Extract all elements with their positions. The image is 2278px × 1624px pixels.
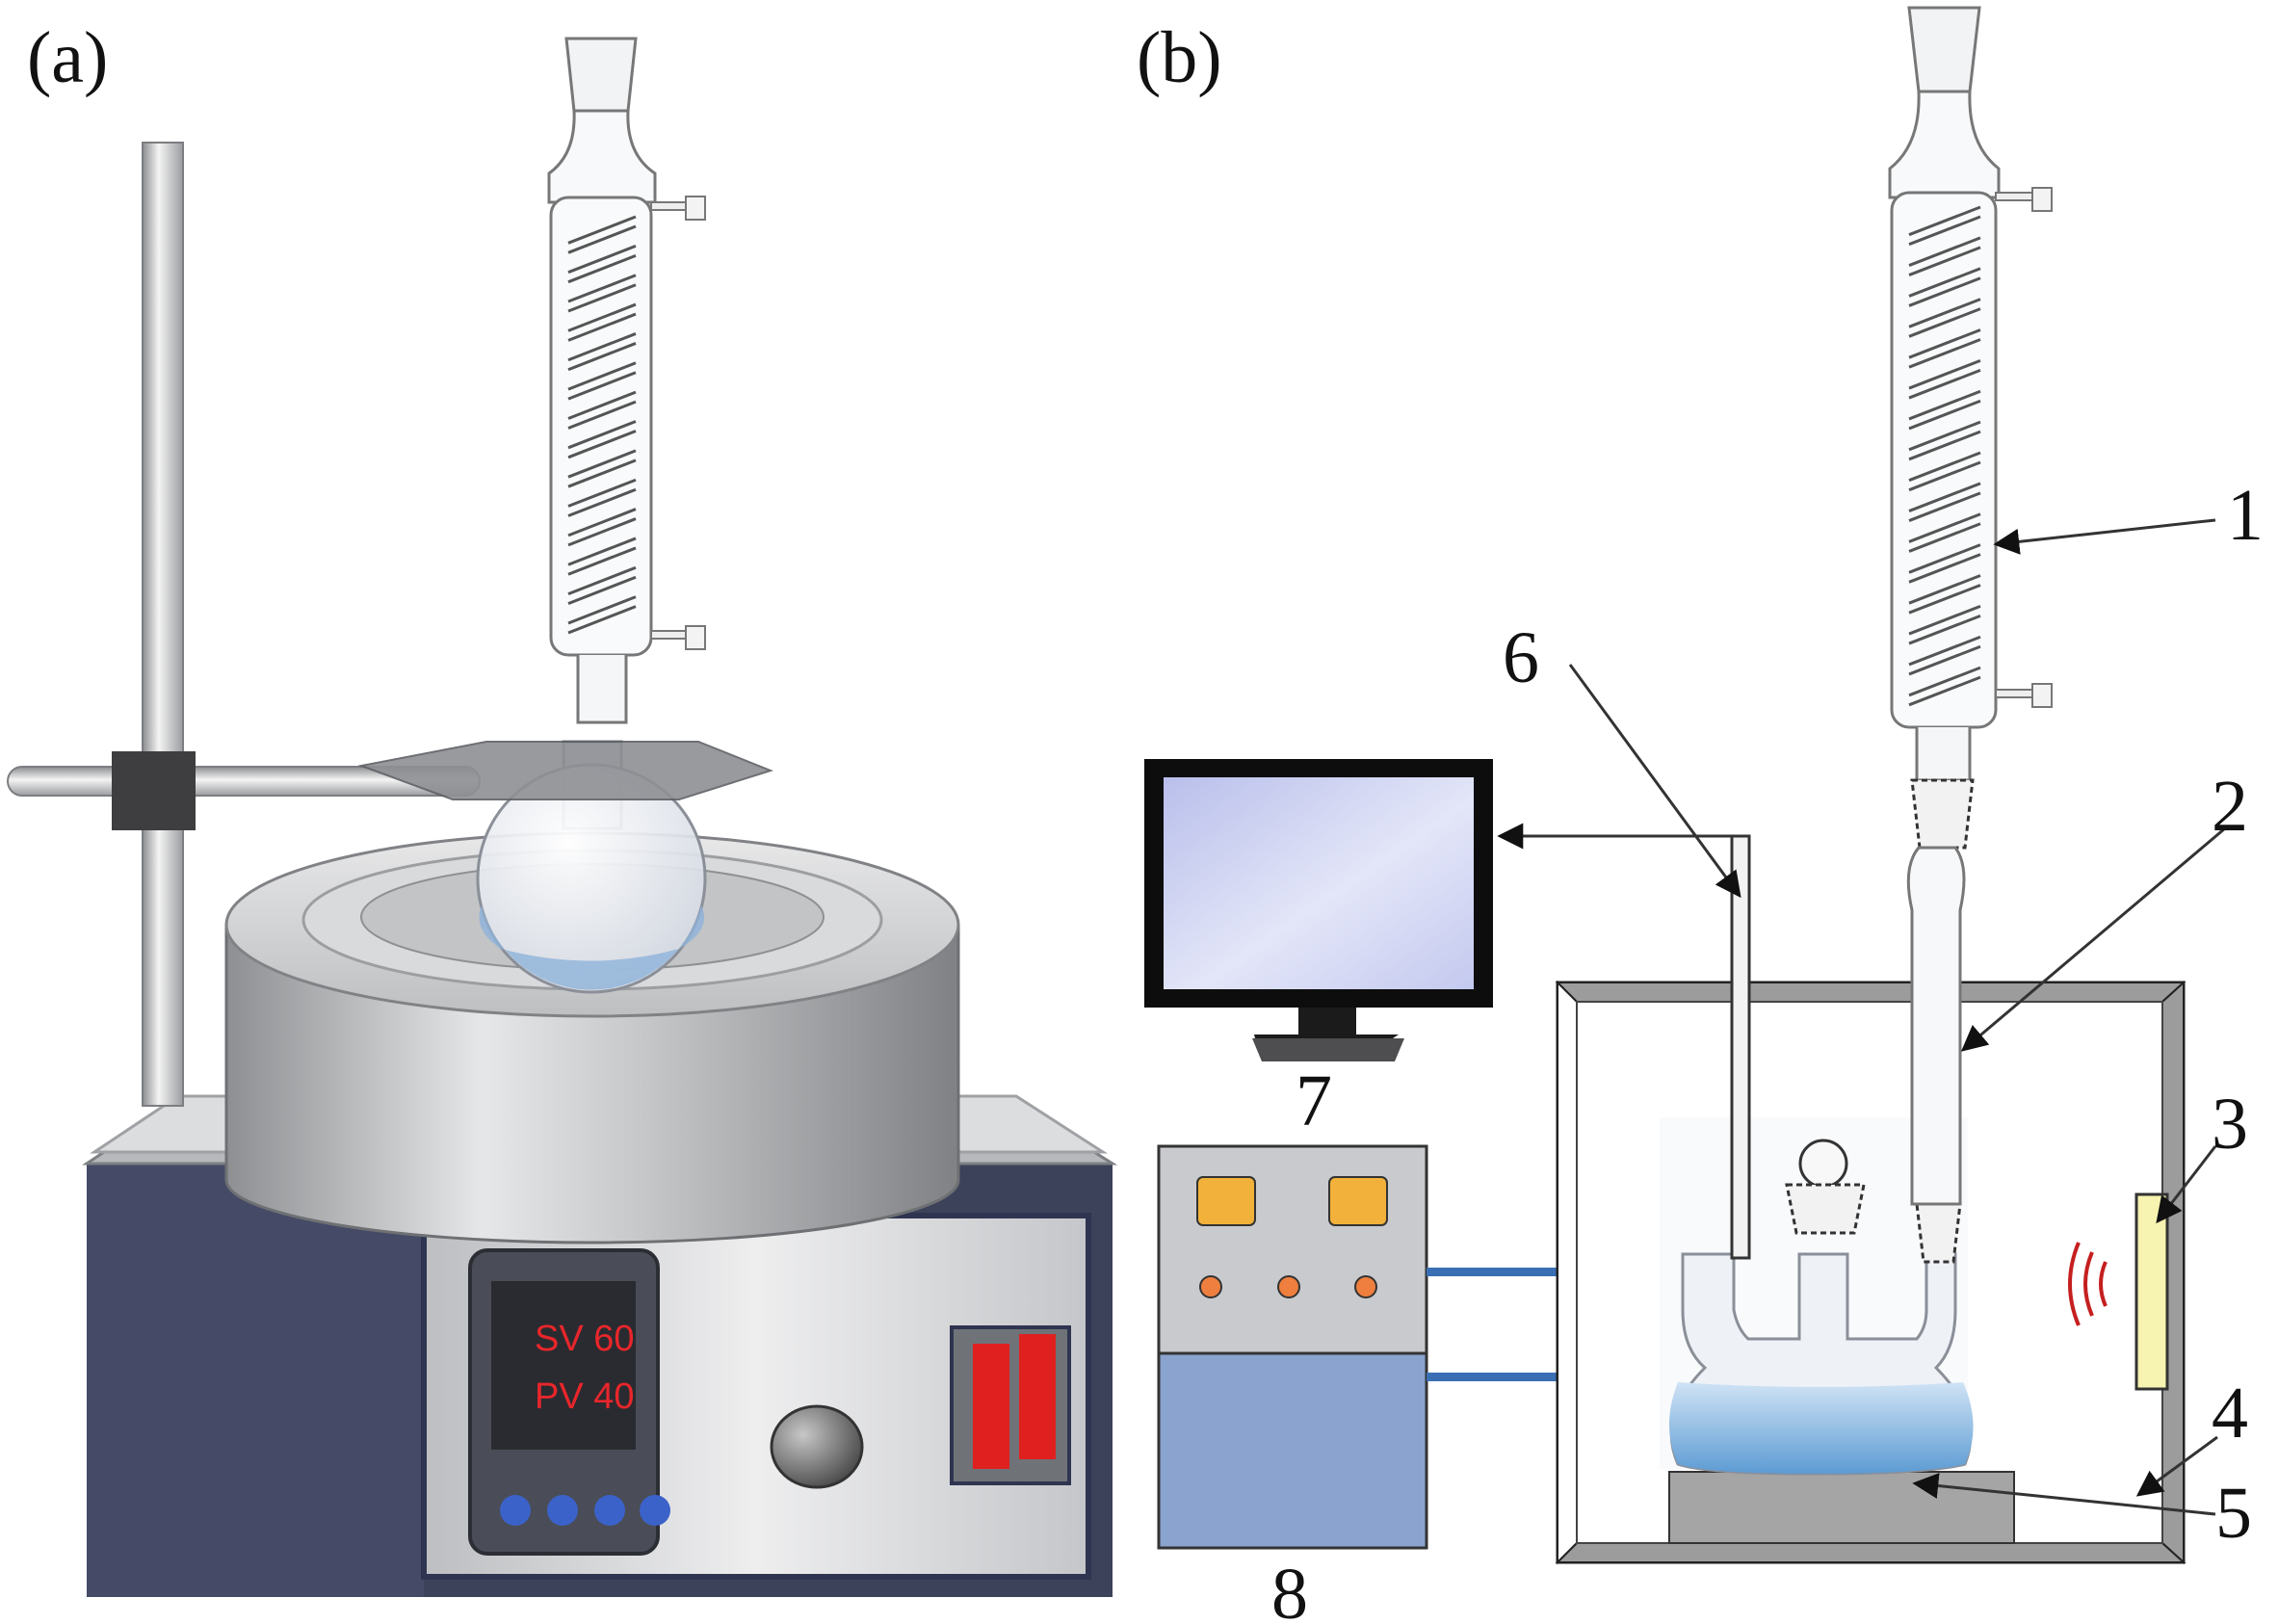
callout-line-4 bbox=[2135, 1435, 2218, 1497]
callout-5: 5 bbox=[2215, 1473, 2252, 1554]
controller-led bbox=[1354, 1275, 1377, 1298]
button-dot-icon[interactable] bbox=[500, 1495, 531, 1526]
glass-stopper bbox=[1798, 1139, 1848, 1189]
heating-mantle bbox=[224, 831, 960, 1244]
ultrasonic-transducer bbox=[2134, 1192, 2169, 1391]
callout-line-1 bbox=[1993, 518, 2216, 555]
callout-line-2 bbox=[1960, 826, 2226, 1052]
callout-4: 4 bbox=[2212, 1373, 2248, 1454]
button-dot-icon[interactable] bbox=[594, 1495, 625, 1526]
controller-top bbox=[1157, 1144, 1428, 1355]
knob-icon[interactable] bbox=[770, 1404, 864, 1489]
callout-2: 2 bbox=[2212, 766, 2248, 847]
condenser-coil bbox=[1908, 205, 1981, 707]
monitor-base bbox=[1252, 1038, 1404, 1061]
monitor bbox=[1144, 759, 1493, 1061]
ultrasound-wave-icon bbox=[2068, 1242, 2108, 1326]
clamp-plate bbox=[357, 741, 773, 800]
button-dot-icon[interactable] bbox=[640, 1495, 670, 1526]
callout-line-6 bbox=[1568, 664, 1741, 899]
monitor-screen bbox=[1164, 777, 1474, 989]
callout-6: 6 bbox=[1503, 617, 1539, 698]
retort-stand bbox=[7, 142, 481, 1107]
vertical-rod bbox=[142, 142, 184, 1107]
callout-line-3 bbox=[2156, 1145, 2217, 1224]
callout-8: 8 bbox=[1271, 1554, 1308, 1624]
coil-condenser-b bbox=[1888, 6, 2053, 1206]
callout-1: 1 bbox=[2227, 475, 2264, 556]
flask-liquid bbox=[479, 905, 705, 990]
button-dot-icon[interactable] bbox=[547, 1495, 578, 1526]
callout-line-5 bbox=[1912, 1473, 2216, 1516]
controller-button-right[interactable] bbox=[1328, 1176, 1388, 1226]
temperature-probe bbox=[1730, 834, 1751, 1260]
heat-switch[interactable] bbox=[1019, 1334, 1056, 1459]
panel-b: (b) bbox=[1137, 6, 2264, 1624]
panel-a: (a) SV 60 PV 40 bbox=[7, 17, 1118, 1597]
adapter-tube bbox=[1906, 846, 1966, 1206]
clamp-holder bbox=[112, 751, 196, 830]
stirring-platform bbox=[1668, 1471, 2015, 1544]
ultrasonic-controller bbox=[1157, 1144, 1428, 1550]
hose-lower bbox=[1427, 1373, 1558, 1381]
condenser-coil bbox=[567, 215, 637, 635]
display-pv: PV 40 bbox=[535, 1376, 635, 1417]
coil-condenser-a bbox=[547, 37, 706, 724]
callout-7: 7 bbox=[1296, 1061, 1332, 1141]
display-sv: SV 60 bbox=[535, 1319, 635, 1359]
controller-led bbox=[1199, 1275, 1222, 1298]
panel-a-label: (a) bbox=[27, 17, 108, 98]
controller-button-left[interactable] bbox=[1196, 1176, 1256, 1226]
controller-bottom bbox=[1157, 1351, 1428, 1550]
power-switch[interactable] bbox=[973, 1344, 1009, 1469]
reaction-liquid bbox=[1669, 1382, 1974, 1474]
panel-b-label: (b) bbox=[1137, 17, 1222, 98]
hose-upper bbox=[1427, 1268, 1558, 1276]
controller-led bbox=[1277, 1275, 1300, 1298]
callout-3: 3 bbox=[2212, 1084, 2248, 1165]
